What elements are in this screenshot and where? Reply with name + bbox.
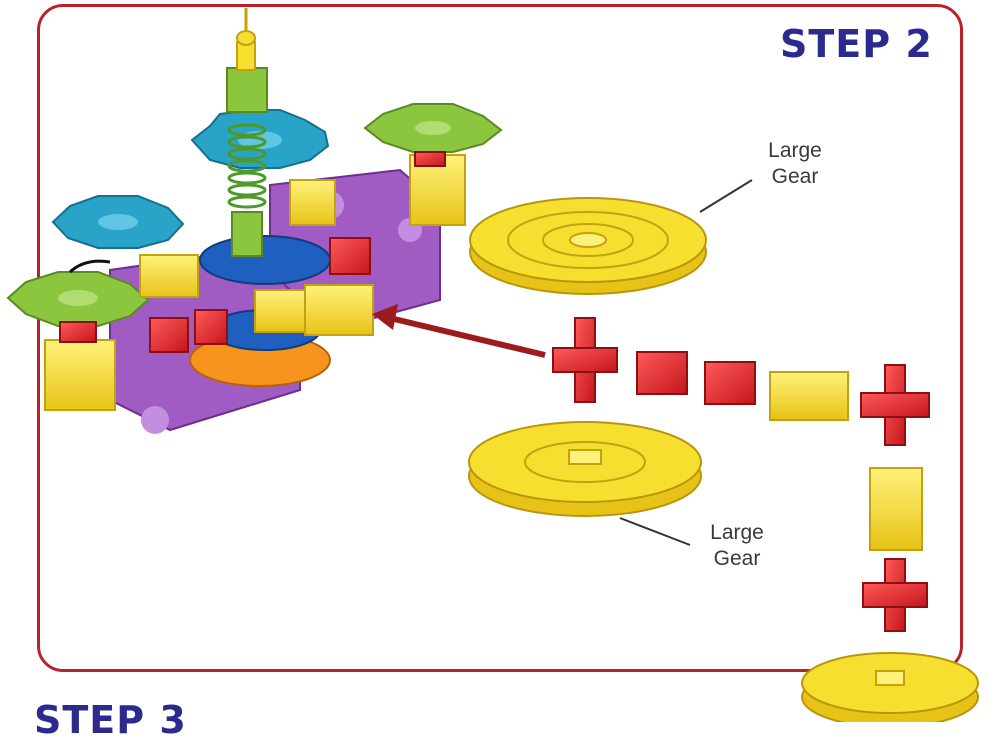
callout-line2: Gear <box>713 547 761 570</box>
insert-arrow <box>372 304 546 358</box>
red-star-connector <box>860 364 930 446</box>
next-step-title: STEP 3 <box>34 698 187 742</box>
red-cube <box>704 361 756 405</box>
callout-line1: Large <box>710 521 764 544</box>
callout-large-gear-bottom: Large Gear <box>692 520 782 572</box>
red-cube <box>636 351 688 395</box>
callout-line1: Large <box>768 139 822 162</box>
green-tower-block <box>226 67 268 113</box>
large-gear-bottom <box>468 421 702 517</box>
red-star-connector <box>552 317 618 403</box>
red-star-connector <box>862 558 928 632</box>
blue-gear <box>199 235 331 285</box>
teal-gear-left <box>51 195 185 249</box>
red-connector <box>329 237 371 275</box>
yellow-block <box>769 371 849 421</box>
spring <box>227 123 267 209</box>
pieces-chain <box>552 317 979 722</box>
step-frame <box>37 4 963 672</box>
callout-line-bottom <box>619 517 691 546</box>
green-gear-left <box>6 271 150 327</box>
yellow-gear-bottom-right <box>801 652 979 722</box>
assembly-illustration <box>6 8 979 722</box>
green-gear-right <box>363 103 503 153</box>
large-gear-top <box>469 197 707 295</box>
instruction-page: STEP 2 Large Gear Large Gear STEP 3 <box>6 4 979 742</box>
step-title: STEP 2 <box>780 22 933 66</box>
callout-line2: Gear <box>771 165 819 188</box>
assembled-model <box>6 8 503 434</box>
callout-large-gear-top: Large Gear <box>750 138 840 190</box>
yellow-block <box>869 467 923 551</box>
callout-line-top <box>699 179 753 213</box>
